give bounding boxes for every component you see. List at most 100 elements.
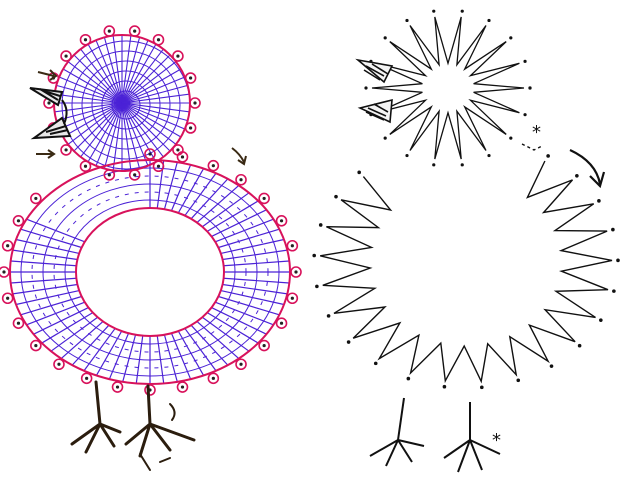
pin-dot [599, 318, 603, 322]
pin-hole [156, 164, 161, 168]
pricking-pattern-panel: * * [312, 9, 620, 473]
picot-loop [258, 339, 270, 352]
picot-loop [128, 169, 141, 181]
picot-loop [30, 192, 42, 205]
connector-dash [521, 143, 543, 151]
pin-hole [176, 54, 180, 58]
pin-dot [612, 289, 616, 293]
thread-line [101, 80, 151, 130]
outline-path [75, 207, 225, 337]
thread-line [66, 59, 123, 104]
pin-dot [509, 36, 513, 40]
beak-icon [355, 58, 394, 124]
thread-line [86, 102, 123, 164]
thread-line [61, 40, 190, 170]
thread-line [54, 84, 123, 104]
pin-hole [239, 362, 243, 366]
picot-loop [172, 50, 184, 62]
thread-line [121, 102, 150, 168]
thread-line [121, 75, 187, 104]
pin-hole [180, 385, 185, 389]
pin-dot [460, 163, 464, 167]
pin-dot [312, 253, 317, 258]
pin-dot [346, 340, 351, 344]
pin-dot [432, 9, 436, 13]
pin-hole [188, 76, 193, 80]
pin-dot [597, 199, 601, 203]
picot-loop [235, 358, 247, 371]
pin-hole [290, 244, 294, 248]
picot-loop [60, 50, 72, 62]
picot-loop [79, 33, 92, 46]
thread-line [112, 35, 123, 104]
pin-dot [326, 314, 331, 318]
picot-loop [286, 292, 299, 305]
zigzag-body-outline [320, 160, 613, 384]
pin-dot [616, 258, 620, 263]
pin-hole [176, 148, 180, 152]
chick-feet-icon [70, 380, 196, 471]
pin-dot [357, 170, 361, 175]
pin-dot [546, 154, 550, 158]
picot-loop [275, 317, 288, 329]
thread-line [121, 35, 141, 104]
pin-hole [211, 164, 215, 168]
thread-line [54, 93, 123, 104]
picot-loop [53, 358, 65, 371]
picot-loop [79, 160, 92, 173]
pin-hole [239, 178, 243, 182]
direction-arrow-icon [36, 69, 247, 166]
pin-hole [6, 244, 10, 248]
pin-hole [262, 343, 266, 348]
thread-line [121, 84, 190, 104]
pin-hole [294, 270, 298, 274]
thread-line [86, 42, 123, 104]
thread-line [57, 75, 123, 104]
pin-dot [364, 86, 368, 90]
pin-dot [487, 153, 491, 158]
pin-dot [383, 136, 387, 140]
thread-line [81, 60, 171, 150]
pin-hole [47, 101, 51, 105]
thread-line [54, 102, 123, 113]
pin-dot [523, 59, 527, 63]
thread-line [103, 35, 123, 104]
pin-dot [318, 223, 323, 227]
thread-line [94, 38, 123, 104]
chick-feet-icon [369, 397, 501, 473]
pin-dot [509, 136, 513, 140]
direction-arrow-icon [569, 149, 606, 189]
pin-dot [611, 227, 615, 232]
pin-dot [405, 18, 409, 23]
star-head-outline [371, 16, 525, 160]
picot-loop [1, 292, 14, 305]
pin-dot [460, 9, 464, 13]
thread-line [61, 102, 123, 139]
pin-hole [156, 38, 161, 42]
thread-line [111, 90, 141, 120]
pin-hole [133, 29, 137, 33]
pin-hole [107, 29, 111, 33]
picot-loop [144, 384, 156, 396]
thread-line [94, 102, 123, 168]
thread-line [121, 59, 178, 104]
pin-hole [64, 54, 68, 58]
picot-loop [60, 144, 72, 156]
pin-dot [575, 174, 579, 178]
pin-dot [487, 18, 491, 23]
thread-line [78, 47, 123, 104]
picot-loop [258, 192, 270, 205]
pin-hole [16, 321, 21, 325]
picot-loop [80, 372, 93, 385]
thread-line [121, 102, 141, 171]
picot-loop [111, 381, 124, 393]
pin-hole [64, 148, 68, 152]
pin-hole [57, 362, 61, 366]
picot-loop [176, 381, 189, 393]
body-thread-lines [10, 160, 290, 384]
pin-hole [34, 196, 38, 201]
pin-hole [34, 343, 38, 348]
pin-hole [83, 164, 88, 168]
picot-loop [30, 339, 42, 352]
